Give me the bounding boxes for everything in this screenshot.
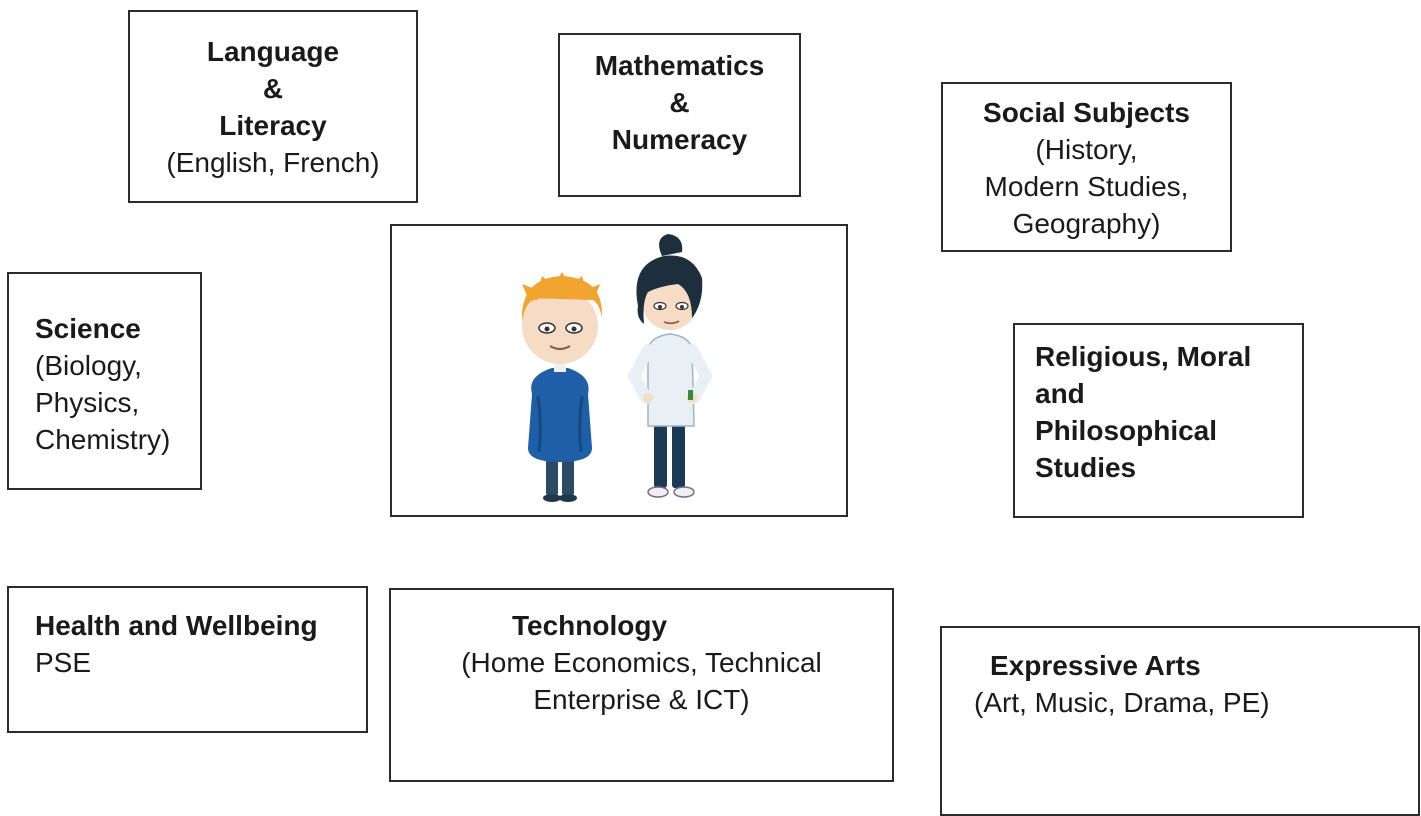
subject-detail-line: Chemistry) <box>35 424 171 455</box>
subject-detail-line: Physics, <box>35 387 140 418</box>
subject-title: Expressive Arts <box>990 650 1201 681</box>
subject-detail: (Art, Music, Drama, PE) <box>974 687 1270 718</box>
girl-figure <box>627 234 713 498</box>
subject-title-line: Philosophical <box>1035 415 1218 446</box>
subject-title-line: and <box>1035 378 1085 409</box>
subject-detail-line: Modern Studies, <box>984 171 1189 202</box>
subject-box-religious-moral-philosophical: Religious, Moral and Philosophical Studi… <box>1013 323 1304 518</box>
subject-detail-line: Geography) <box>1012 208 1161 239</box>
two-pupils-image <box>521 234 713 502</box>
subject-title: Social Subjects <box>983 97 1190 128</box>
subject-title: Technology <box>512 610 668 641</box>
boy-figure <box>521 272 603 502</box>
subject-title-line: & <box>262 73 284 104</box>
pupils-illustration <box>390 224 848 517</box>
subject-detail: (English, French) <box>166 147 380 178</box>
subject-box-social-subjects: Social Subjects (History, Modern Studies… <box>941 82 1232 252</box>
subject-box-mathematics-numeracy: Mathematics & Numeracy <box>558 33 801 197</box>
subject-box-technology: Technology (Home Economics, Technical En… <box>389 588 894 782</box>
subject-detail-line: Enterprise & ICT) <box>533 684 750 715</box>
subject-box-language-literacy: Language & Literacy (English, French) <box>128 10 418 203</box>
subject-title-line: Religious, Moral <box>1035 341 1252 372</box>
subject-box-health-wellbeing: Health and Wellbeing PSE <box>7 586 368 733</box>
subject-title-line: Literacy <box>219 110 327 141</box>
subject-box-expressive-arts: Expressive Arts (Art, Music, Drama, PE) <box>940 626 1420 816</box>
subject-title-line: Mathematics <box>594 50 765 81</box>
subject-detail: PSE <box>35 647 92 678</box>
subject-detail-line: (Biology, <box>35 350 142 381</box>
subject-title-line: Studies <box>1035 452 1137 483</box>
subject-title-line: Numeracy <box>611 124 748 155</box>
subject-title: Health and Wellbeing <box>35 610 318 641</box>
subject-title-line: & <box>669 87 690 118</box>
subject-detail-line: (History, <box>1035 134 1138 165</box>
subject-box-science: Science (Biology, Physics, Chemistry) <box>7 272 202 490</box>
subject-title: Science <box>35 313 141 344</box>
subject-title-line: Language <box>206 36 340 67</box>
subject-detail-line: (Home Economics, Technical <box>461 647 822 678</box>
